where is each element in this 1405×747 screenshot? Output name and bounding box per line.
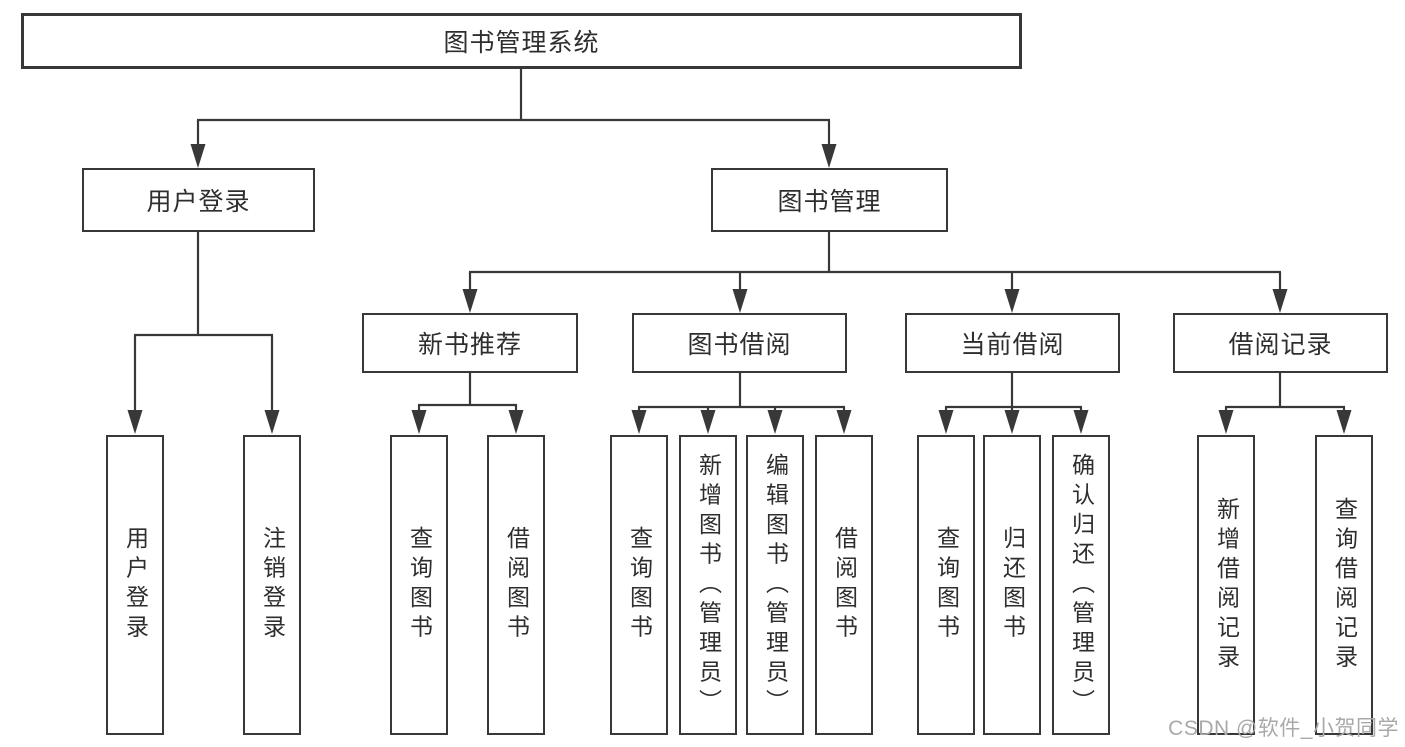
node-book-borrowing: 图书借阅 bbox=[632, 313, 847, 373]
node-label: 借阅记录 bbox=[1228, 331, 1333, 359]
node-label: 确认归还（管理员） bbox=[1068, 452, 1095, 718]
node-label: 查询借阅记录 bbox=[1331, 496, 1358, 674]
leaf-user-login: 用户登录 bbox=[106, 435, 164, 735]
node-label: 注销登录 bbox=[259, 526, 286, 644]
node-user-login-branch: 用户登录 bbox=[82, 168, 315, 232]
leaf-query-books-recommend: 查询图书 bbox=[390, 435, 448, 735]
leaf-add-books-admin: 新增图书（管理员） bbox=[679, 435, 737, 735]
node-library-management-system: 图书管理系统 bbox=[21, 13, 1022, 69]
node-label: 图书借阅 bbox=[687, 331, 792, 359]
leaf-borrow-books-recommend: 借阅图书 bbox=[487, 435, 545, 735]
node-current-borrowing: 当前借阅 bbox=[905, 313, 1120, 373]
node-label: 归还图书 bbox=[999, 526, 1026, 644]
node-new-book-recommendation: 新书推荐 bbox=[362, 313, 578, 373]
leaf-return-books: 归还图书 bbox=[983, 435, 1041, 735]
node-label: 新增图书（管理员） bbox=[695, 452, 722, 718]
node-label: 用户登录 bbox=[122, 526, 149, 644]
node-label: 借阅图书 bbox=[831, 526, 858, 644]
node-label: 编辑图书（管理员） bbox=[762, 452, 789, 718]
node-label: 查询图书 bbox=[406, 526, 433, 644]
leaf-query-borrow-record: 查询借阅记录 bbox=[1315, 435, 1373, 735]
node-label: 查询图书 bbox=[626, 526, 653, 644]
node-label: 用户登录 bbox=[146, 188, 251, 216]
node-label: 新增借阅记录 bbox=[1213, 496, 1240, 674]
node-label: 新书推荐 bbox=[417, 331, 522, 359]
node-label: 图书管理系统 bbox=[443, 29, 600, 57]
node-label: 查询图书 bbox=[933, 526, 960, 644]
node-borrowing-records: 借阅记录 bbox=[1173, 313, 1388, 373]
node-label: 借阅图书 bbox=[503, 526, 530, 644]
leaf-borrow-books-borrowing: 借阅图书 bbox=[815, 435, 873, 735]
leaf-add-borrow-record: 新增借阅记录 bbox=[1197, 435, 1255, 735]
leaf-edit-books-admin: 编辑图书（管理员） bbox=[746, 435, 804, 735]
leaf-logout: 注销登录 bbox=[243, 435, 301, 735]
node-book-management-branch: 图书管理 bbox=[711, 168, 948, 232]
leaf-query-books-borrowing: 查询图书 bbox=[610, 435, 668, 735]
csdn-watermark: CSDN @软件_小贺同学 bbox=[1168, 717, 1399, 740]
leaf-query-books-current: 查询图书 bbox=[917, 435, 975, 735]
node-label: 当前借阅 bbox=[960, 331, 1065, 359]
leaf-confirm-return-admin: 确认归还（管理员） bbox=[1052, 435, 1110, 735]
node-label: 图书管理 bbox=[777, 188, 882, 216]
